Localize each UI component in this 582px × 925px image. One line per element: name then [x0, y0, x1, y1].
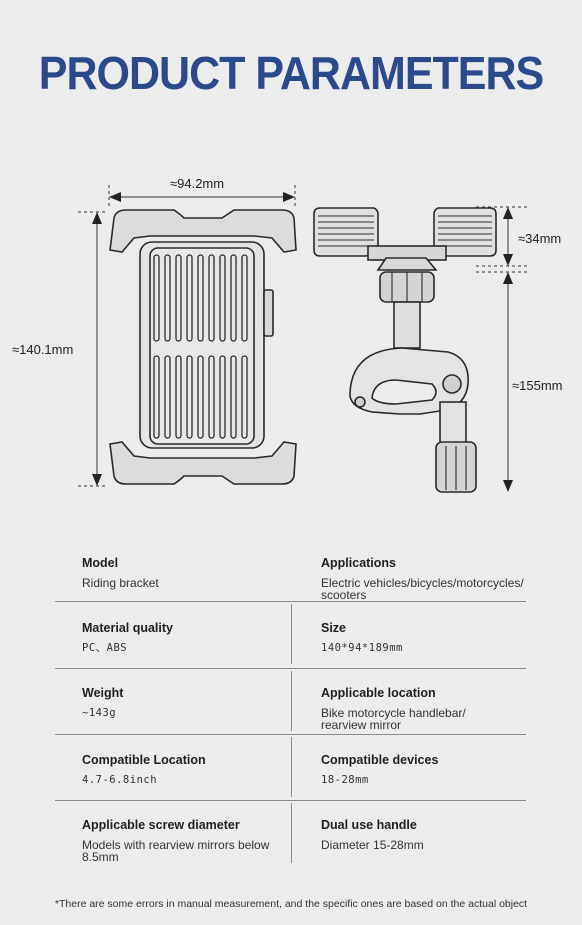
spec-label: Applicable location [321, 686, 436, 700]
spec-label: Dual use handle [321, 818, 417, 832]
front-ribs-top [153, 254, 248, 342]
column-divider [291, 604, 292, 664]
spec-cell: Applications Electric vehicles/bicycles/… [321, 556, 546, 601]
side-clamp-left [313, 207, 379, 257]
spec-value: Models with rearview mirrors below 8.5mm [82, 838, 270, 864]
front-ribs-bottom [153, 355, 248, 439]
spec-cell: Size 140*94*189mm [321, 621, 541, 654]
spec-cell: Applicable screw diameter Models with re… [82, 818, 272, 863]
spec-label: Compatible devices [321, 753, 439, 767]
spec-label: Material quality [82, 621, 173, 635]
front-bottom-arm [109, 441, 297, 485]
column-divider [291, 803, 292, 863]
row-divider [55, 800, 526, 801]
spec-value: PC、ABS [82, 642, 128, 654]
width-dimension: ≈94.2mm [170, 176, 225, 191]
side-clamp-ribs [318, 215, 492, 247]
spec-value: Bike motorcycle handlebar/ rearview mirr… [321, 706, 466, 732]
spec-label: Size [321, 621, 347, 635]
column-divider [291, 737, 292, 797]
spec-label: Compatible Location [82, 753, 206, 767]
column-divider [291, 671, 292, 731]
spec-label: Model [82, 556, 119, 570]
spec-cell: Dual use handle Diameter 15-28mm [321, 818, 541, 851]
spec-cell: Compatible devices 18-28mm [321, 753, 541, 786]
spec-value: Electric vehicles/bicycles/motorcycles/ … [321, 576, 524, 602]
spec-value: Diameter 15-28mm [321, 838, 424, 852]
spec-value: 18-28mm [321, 774, 369, 786]
spec-cell: Compatible Location 4.7-6.8inch [82, 753, 282, 786]
row-divider [55, 734, 526, 735]
row-divider [55, 601, 526, 602]
spec-value: 4.7-6.8inch [82, 774, 158, 786]
side-bolt [439, 401, 467, 447]
spec-cell: Applicable location Bike motorcycle hand… [321, 686, 501, 731]
spec-cell: Material quality PC、ABS [82, 621, 282, 654]
footer-note: *There are some errors in manual measure… [54, 898, 528, 910]
spec-label: Weight [82, 686, 124, 700]
spec-label: Applicable screw diameter [82, 818, 240, 832]
total-height-dimension: ≈155mm [512, 378, 563, 393]
spec-value: ~143g [82, 707, 117, 719]
page-title: PRODUCT PARAMETERS [38, 48, 544, 100]
side-clamp-right [433, 207, 497, 257]
product-drawing [78, 185, 528, 493]
row-divider [55, 668, 526, 669]
spec-value: 140*94*189mm [321, 642, 403, 654]
spec-cell: Model Riding bracket [82, 556, 282, 589]
spec-value: Riding bracket [82, 576, 159, 590]
clamp-height-dimension: ≈34mm [518, 231, 562, 246]
height-dimension: ≈140.1mm [12, 342, 74, 357]
spec-label: Applications [321, 556, 397, 570]
front-top-arm [109, 209, 297, 253]
spec-cell: Weight ~143g [82, 686, 282, 719]
